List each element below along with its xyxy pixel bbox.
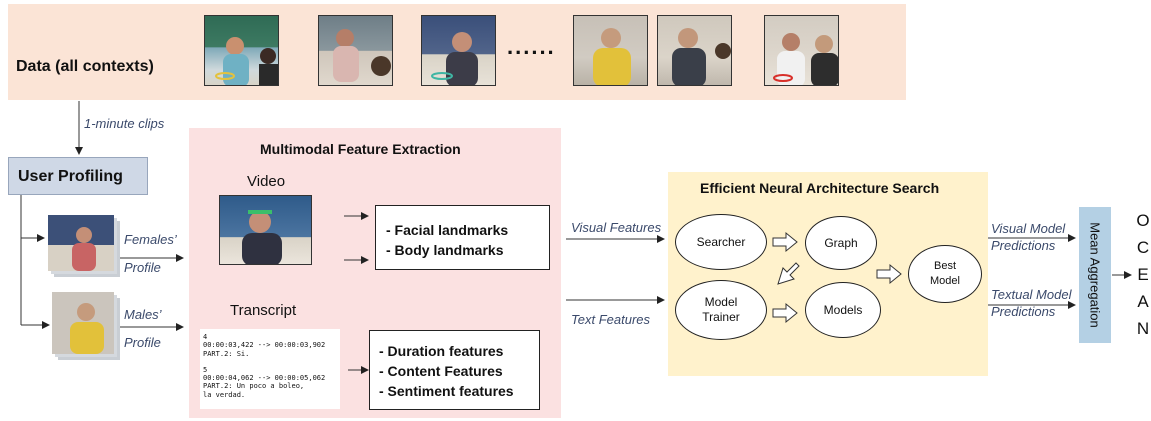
data-title: Data (all contexts) — [16, 58, 154, 75]
ocean-trait-e: E — [1137, 265, 1149, 284]
textual-predictions-label: Textual Model — [991, 287, 1072, 302]
visual-feature-item: - Body landmarks — [386, 242, 504, 258]
text-feature-item: - Content Features — [379, 363, 503, 379]
female-profile-stack — [48, 215, 114, 271]
transcript-line: 4 — [203, 333, 208, 341]
transcript-line: 00:00:04,062 --> 00:00:05,062 — [203, 374, 326, 383]
models-node: Models — [805, 282, 881, 338]
text-features-label: Text Features — [571, 312, 651, 327]
visual-predictions-label: Visual Model — [991, 221, 1066, 236]
video-frame-thumbnail — [318, 15, 393, 86]
textual-predictions-label-2: Predictions — [991, 304, 1056, 319]
males-label: Males’ — [124, 307, 162, 322]
mean-aggregation-label: Mean Aggregation — [1087, 222, 1103, 328]
ocean-trait-c: C — [1136, 238, 1150, 257]
females-label: Females’ — [124, 232, 177, 247]
visual-predictions-label-2: Predictions — [991, 238, 1056, 253]
clip-label: 1-minute clips — [84, 116, 165, 131]
video-frame-thumbnail — [204, 15, 279, 86]
transcript-line: 5 — [203, 365, 208, 374]
graph-label: Graph — [824, 235, 858, 250]
ellipsis: ...... — [507, 34, 556, 59]
ocean-trait-n: N — [1136, 319, 1150, 338]
video-sample-image — [219, 195, 312, 265]
text-feature-item: - Duration features — [379, 343, 504, 359]
models-label: Models — [823, 302, 863, 317]
transcript-line: PART.2: Si. — [203, 349, 250, 358]
graph-node: Graph — [805, 216, 877, 270]
feature-extraction-title: Multimodal Feature Extraction — [260, 141, 461, 157]
searcher-label: Searcher — [696, 234, 746, 249]
video-frame-thumbnail — [764, 15, 839, 86]
visual-features-label: Visual Features — [571, 220, 662, 235]
males-profile-label: Profile — [124, 335, 161, 350]
transcript-line: la verdad. — [203, 390, 246, 399]
transcript-label: Transcript — [230, 302, 297, 319]
text-feature-item: - Sentiment features — [379, 383, 514, 399]
video-frame-thumbnail — [573, 15, 648, 86]
user-profiling-box: User Profiling — [8, 157, 148, 195]
mean-aggregation-box: Mean Aggregation — [1079, 207, 1111, 343]
video-label: Video — [247, 173, 286, 190]
visual-features-box: - Facial landmarks - Body landmarks — [375, 205, 550, 270]
text-features-box: - Duration features - Content Features -… — [369, 330, 540, 410]
females-profile-label: Profile — [124, 260, 161, 275]
transcript-line: 00:00:03,422 --> 00:00:03,902 — [203, 341, 326, 350]
visual-feature-item: - Facial landmarks — [386, 222, 509, 238]
male-profile-stack — [52, 292, 114, 354]
transcript-line: PART.2: Un poco a boleo, — [203, 382, 305, 391]
enas-title: Efficient Neural Architecture Search — [700, 180, 940, 196]
user-profiling-title: User Profiling — [18, 168, 123, 185]
ocean-trait-a: A — [1137, 292, 1149, 311]
ocean-trait-o: O — [1136, 211, 1150, 230]
video-frame-thumbnail — [421, 15, 496, 86]
searcher-node: Searcher — [675, 214, 767, 270]
video-frame-thumbnail — [657, 15, 732, 86]
